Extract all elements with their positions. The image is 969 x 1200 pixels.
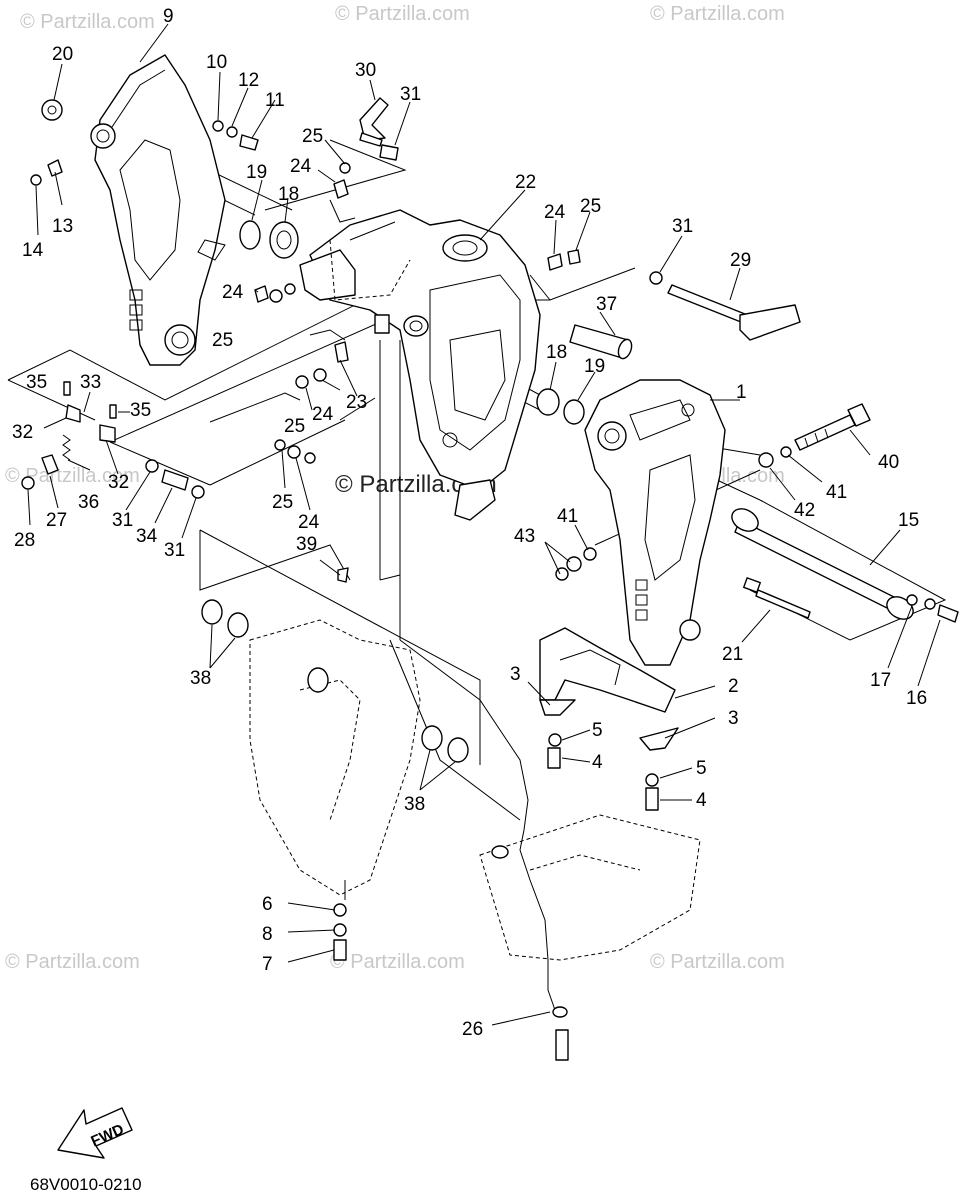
part-3-plate-right xyxy=(639,727,679,751)
part-9-clamp-bracket-left xyxy=(90,54,226,366)
callout-25-mid: 25 xyxy=(580,196,601,217)
callout-31-lower: 31 xyxy=(164,540,185,561)
callout-19-top: 19 xyxy=(246,162,267,183)
callout-38-right: 38 xyxy=(404,794,425,815)
watermark-top-center: © Partzilla.com xyxy=(335,3,470,25)
callout-20: 20 xyxy=(52,44,73,65)
callout-40: 40 xyxy=(878,452,899,473)
callout-43: 43 xyxy=(514,526,535,547)
callout-41-right: 41 xyxy=(826,482,847,503)
callout-35-right: 35 xyxy=(130,400,151,421)
part-15-tilt-tube xyxy=(731,508,914,620)
callout-34: 34 xyxy=(136,526,158,547)
callout-25-top: 25 xyxy=(302,126,323,147)
callout-25-left: 25 xyxy=(212,330,233,351)
callout-11: 11 xyxy=(265,90,285,111)
callout-21: 21 xyxy=(722,644,743,665)
callout-6: 6 xyxy=(262,894,273,915)
callout-24-lower: 24 xyxy=(298,512,320,533)
callout-27: 27 xyxy=(46,510,67,531)
part-37-tilt-pin xyxy=(569,324,633,360)
callout-24-top: 24 xyxy=(290,156,312,177)
callout-13: 13 xyxy=(52,216,73,237)
callout-39: 39 xyxy=(296,534,317,555)
part-21-tie-strap xyxy=(743,577,811,619)
callout-25-center: 25 xyxy=(284,416,305,437)
motor-housing-phantom xyxy=(249,619,701,961)
callout-31-right: 31 xyxy=(672,216,693,237)
callout-41-left: 41 xyxy=(557,506,578,527)
callout-24-mid: 24 xyxy=(544,202,566,223)
callout-33: 33 xyxy=(80,372,101,393)
callout-31-top: 31 xyxy=(400,84,421,105)
callout-19-mid: 19 xyxy=(584,356,605,377)
callout-29: 29 xyxy=(730,250,751,271)
callout-24-left: 24 xyxy=(222,282,244,303)
part-40-bolt xyxy=(794,403,871,451)
callout-32-left: 32 xyxy=(12,422,33,443)
watermark-top-left: © Partzilla.com xyxy=(20,11,155,33)
watermark-bottom-center: © Partzilla.com xyxy=(330,951,465,973)
callout-labels: 9 20 10 12 11 30 31 25 24 13 14 19 18 22… xyxy=(12,6,927,1040)
callout-10: 10 xyxy=(206,52,227,73)
callout-4-left: 4 xyxy=(592,752,603,773)
callout-16: 16 xyxy=(906,688,927,709)
part-38-mount-rubber-left xyxy=(201,599,329,693)
callout-5-right: 5 xyxy=(696,758,707,779)
part-26-ground-lead xyxy=(399,639,568,1018)
callout-25-lower: 25 xyxy=(272,492,293,513)
callout-24-center: 24 xyxy=(312,404,334,425)
watermark-bottom-right: © Partzilla.com xyxy=(650,951,785,973)
watermark-top-right: © Partzilla.com xyxy=(650,3,785,25)
callout-31-left: 31 xyxy=(112,510,133,531)
part-29-tilt-lever xyxy=(667,284,801,341)
callout-2: 2 xyxy=(728,676,739,697)
callout-1: 1 xyxy=(736,382,747,403)
callout-7: 7 xyxy=(262,954,273,975)
callout-14: 14 xyxy=(22,240,44,261)
callout-42: 42 xyxy=(794,500,815,521)
callout-4-right: 4 xyxy=(696,790,707,811)
watermarks: © Partzilla.com © Partzilla.com © Partzi… xyxy=(5,3,785,973)
callout-23: 23 xyxy=(346,392,367,413)
callout-9: 9 xyxy=(163,6,174,27)
part-1-clamp-bracket-right xyxy=(584,379,726,666)
callout-17: 17 xyxy=(870,670,891,691)
callout-15: 15 xyxy=(898,510,919,531)
fwd-arrow-icon: FWD xyxy=(57,1107,133,1159)
callout-18-top: 18 xyxy=(278,184,299,205)
callout-36: 36 xyxy=(78,492,99,513)
part-3-plate-left xyxy=(539,699,576,716)
part-38-mount-rubber-right xyxy=(421,725,469,763)
callout-12: 12 xyxy=(238,70,259,91)
callout-5-left: 5 xyxy=(592,720,603,741)
part-22-swivel-bracket xyxy=(299,209,541,521)
callout-leader-lines xyxy=(27,23,941,1026)
callout-38-left: 38 xyxy=(190,668,211,689)
callout-18-mid: 18 xyxy=(546,342,567,363)
callout-32-bottom: 32 xyxy=(108,472,129,493)
watermark-mid-left: © Partzilla.com xyxy=(5,465,140,487)
callout-22: 22 xyxy=(515,172,536,193)
fasteners xyxy=(21,99,959,1061)
part-30-stopper xyxy=(359,97,389,147)
callout-8: 8 xyxy=(262,924,273,945)
callout-35-left: 35 xyxy=(26,372,47,393)
callout-30: 30 xyxy=(355,60,376,81)
callout-3-right: 3 xyxy=(728,708,739,729)
callout-28: 28 xyxy=(14,530,35,551)
diagram-code: 68V0010-0210 xyxy=(30,1175,142,1194)
callout-37: 37 xyxy=(596,294,617,315)
callout-26: 26 xyxy=(462,1019,483,1040)
callout-3-left: 3 xyxy=(510,664,521,685)
watermark-bottom-left: © Partzilla.com xyxy=(5,951,140,973)
